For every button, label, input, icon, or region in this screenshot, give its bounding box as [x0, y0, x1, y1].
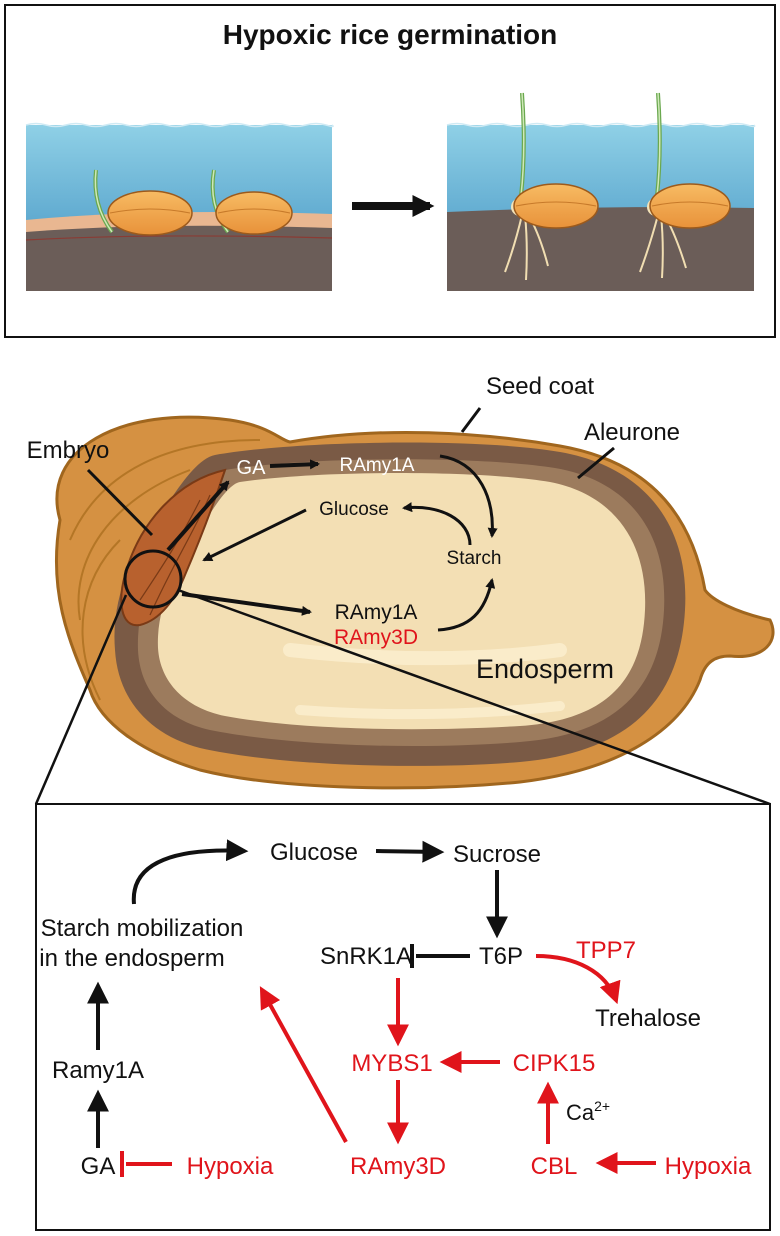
node-cbl: CBL: [531, 1153, 578, 1180]
zoom-circle: [123, 549, 183, 609]
node-calcium: Ca2+: [566, 1098, 610, 1125]
germination-panel: Hypoxic rice germination: [4, 4, 776, 338]
label-seed-coat: Seed coat: [486, 373, 594, 400]
node-sucrose: Sucrose: [453, 841, 541, 868]
arrow-ramy3d-to-starch: [259, 986, 348, 1143]
label-endosperm: Endosperm: [476, 654, 614, 684]
arrow-ramy1a-to-starch: [439, 454, 498, 538]
arrow-ramy-to-starch: [437, 578, 496, 632]
arrow-embryo-to-ga: [166, 480, 230, 552]
arrow-glucose-to-sucrose: [375, 840, 445, 863]
arrow-glucose-to-embryo: [202, 508, 307, 562]
node-ga: GA: [81, 1153, 116, 1180]
calcium-charge: 2+: [594, 1098, 610, 1114]
pathway-panel: Glucose Sucrose Starch mobilization in t…: [35, 803, 771, 1231]
label-starch-seed: Starch: [447, 548, 502, 569]
label-ramy1a-mid: RAmy1A: [335, 601, 418, 624]
rice-seed-icon: [649, 183, 731, 229]
endosperm-region: [157, 473, 646, 730]
rice-seed-icon: [215, 191, 293, 235]
calcium-base: Ca: [566, 1100, 595, 1125]
node-starch-line2: in the endosperm: [39, 945, 224, 972]
node-t6p: T6P: [479, 943, 523, 970]
label-ramy1a-top: RAmy1A: [340, 455, 415, 476]
node-ramy1a: Ramy1A: [52, 1057, 144, 1084]
node-tpp7: TPP7: [576, 937, 636, 964]
panel-frame-bottom: [35, 803, 771, 1231]
node-mybs1: MYBS1: [351, 1050, 432, 1077]
node-snrk1a: SnRK1A: [320, 943, 412, 970]
label-embryo: Embryo: [27, 437, 110, 464]
figure-title: Hypoxic rice germination: [223, 19, 558, 50]
arrow-t6p-to-trehalose: [535, 954, 621, 1005]
arrow-embryo-to-ramy: [181, 592, 312, 616]
node-cipk15: CIPK15: [513, 1050, 596, 1077]
arrow-starch-to-glucose-pathway: [131, 839, 249, 905]
node-ramy3d: RAmy3D: [350, 1153, 446, 1180]
label-aleurone: Aleurone: [584, 419, 680, 446]
rice-seed-icon: [107, 190, 193, 236]
node-starch-line1: Starch mobilization: [41, 915, 244, 942]
node-trehalose: Trehalose: [595, 1005, 701, 1032]
panel-frame-top: [4, 4, 776, 338]
scene-before: [25, 122, 334, 291]
label-ramy3d-seed: RAmy3D: [334, 626, 418, 649]
arrow-starch-to-glucose: [402, 502, 472, 546]
label-ga-seed: GA: [237, 457, 267, 479]
node-hypoxia-left: Hypoxia: [187, 1153, 274, 1180]
seed-section: Seed coat Aleurone Embryo Endosperm GA R…: [27, 373, 775, 806]
node-glucose: Glucose: [270, 839, 358, 866]
scene-after: [446, 92, 756, 291]
node-hypoxia-right: Hypoxia: [665, 1153, 752, 1180]
label-glucose-seed: Glucose: [319, 499, 389, 520]
rice-seed-icon: [513, 183, 599, 229]
arrow-ga-to-ramy1a: [269, 459, 320, 470]
